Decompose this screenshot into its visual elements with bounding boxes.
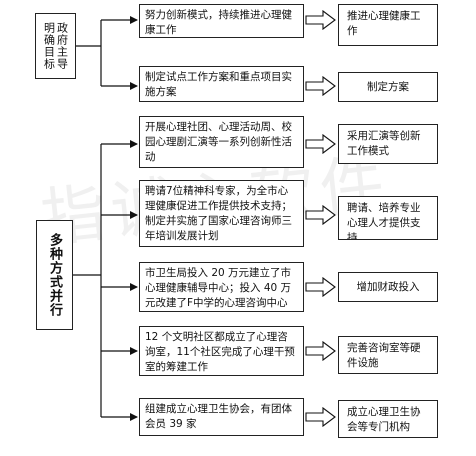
- middle-text-7: 组建成立心理卫生协会，有团体会员 39 家: [145, 403, 292, 430]
- middle-text-1: 努力创新模式，持续推进心理健康工作: [145, 9, 292, 36]
- middle-text-5: 市卫生局投入 20 万元建立了市心理健康辅导中心；投入 40 万元改建了F中学的…: [145, 267, 292, 309]
- middle-text-2: 制定试点工作方案和重点项目实施方案: [145, 71, 292, 98]
- middle-box-6: 12 个文明社区都成立了心理咨询室，11个社区完成了心理干预室的筹建工作: [139, 326, 304, 376]
- middle-box-1: 努力创新模式，持续推进心理健康工作: [139, 4, 304, 38]
- middle-box-5: 市卫生局投入 20 万元建立了市心理健康辅导中心；投入 40 万元改建了F中学的…: [139, 262, 304, 312]
- result-text-1: 推进心理健康工作: [347, 10, 421, 37]
- result-text-5: 增加财政投入: [356, 280, 420, 293]
- multi-method-label: 多种方式并行: [47, 233, 62, 317]
- result-text-4: 聘请、培养专业心理人才提供支持: [347, 202, 421, 240]
- result-text-3: 采用汇演等创新工作模式: [347, 130, 421, 157]
- middle-box-4: 聘请7位精神科专家，为全市心理健康促进工作提供技术支持；制定并实施了国家心理咨询…: [139, 180, 304, 247]
- middle-box-2: 制定试点工作方案和重点项目实施方案: [139, 66, 304, 102]
- government-lead-sub: 明确目标: [42, 22, 56, 70]
- arrow-row-3-out: [305, 133, 336, 155]
- result-box-5: 增加财政投入: [338, 272, 438, 302]
- arrow-row-6-out: [305, 340, 336, 362]
- result-box-1: 推进心理健康工作: [338, 4, 438, 46]
- arrow-row-2-out: [305, 75, 336, 97]
- middle-text-6: 12 个文明社区都成立了心理咨询室，11个社区完成了心理干预室的筹建工作: [145, 331, 295, 373]
- middle-box-3: 开展心理社团、心理活动周、校园心理剧汇演等一系列创新性活动: [139, 116, 304, 168]
- government-lead-box: 明确目标 政府主导: [35, 13, 76, 79]
- result-text-2: 制定方案: [367, 80, 409, 93]
- result-box-6: 完善咨询室等硬件设施: [338, 336, 438, 374]
- middle-box-7: 组建成立心理卫生协会，有团体会员 39 家: [139, 398, 304, 436]
- result-box-4: 聘请、培养专业心理人才提供支持: [338, 196, 438, 240]
- result-box-3: 采用汇演等创新工作模式: [338, 124, 438, 164]
- middle-text-4: 聘请7位精神科专家，为全市心理健康促进工作提供技术支持；制定并实施了国家心理咨询…: [145, 185, 292, 242]
- multi-method-box: 多种方式并行: [36, 220, 73, 330]
- arrow-row-1-out: [305, 9, 336, 31]
- middle-text-3: 开展心理社团、心理活动周、校园心理剧汇演等一系列创新性活动: [145, 121, 292, 163]
- government-lead-label: 政府主导: [55, 22, 69, 70]
- arrow-row-5-out: [305, 276, 336, 298]
- hollow-arrows: [305, 9, 336, 428]
- arrow-row-4-out: [305, 204, 336, 226]
- result-text-6: 完善咨询室等硬件设施: [347, 342, 421, 369]
- result-text-7: 成立心理卫生协会等专门机构: [347, 406, 421, 433]
- result-box-2: 制定方案: [338, 72, 438, 102]
- arrow-row-7-out: [305, 406, 336, 428]
- result-box-7: 成立心理卫生协会等专门机构: [338, 400, 438, 438]
